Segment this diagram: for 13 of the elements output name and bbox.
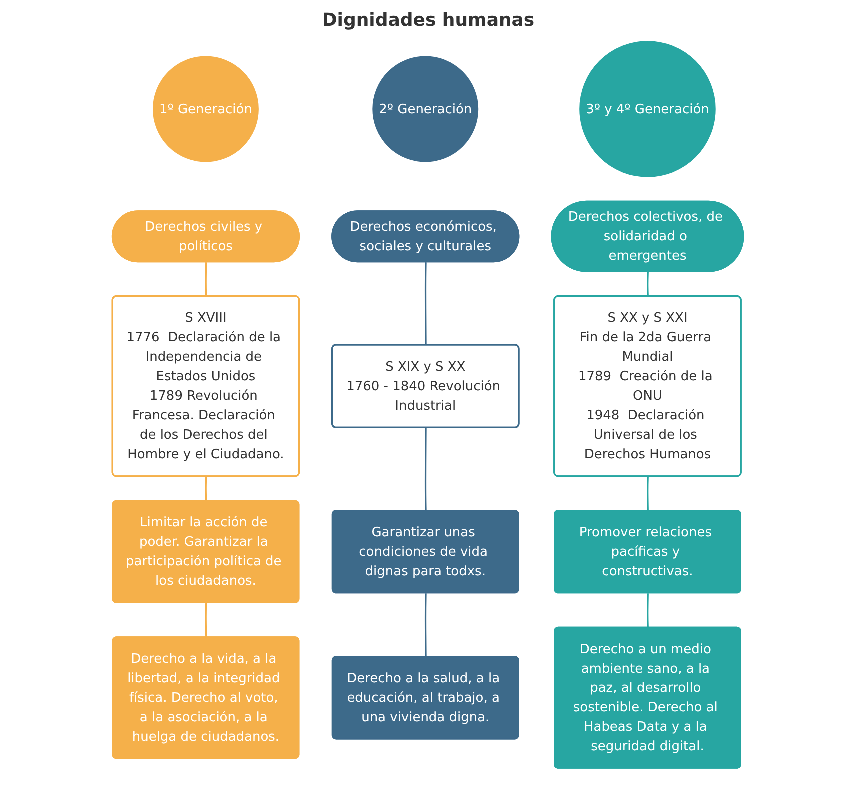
- connector: [425, 262, 428, 346]
- node-circle: 2º Generación: [373, 56, 480, 162]
- diagram-title: Dignidades humanas: [321, 10, 536, 31]
- connector: [648, 594, 650, 628]
- connector: [425, 594, 428, 657]
- connector: [206, 603, 208, 638]
- connector: [206, 476, 208, 502]
- connector: [425, 428, 428, 511]
- connector: [648, 476, 650, 511]
- connector: [206, 262, 208, 297]
- connector: [648, 272, 650, 297]
- node-circle: 3º y 4º Generación: [580, 41, 716, 178]
- node-circle: 1º Generación: [153, 56, 260, 162]
